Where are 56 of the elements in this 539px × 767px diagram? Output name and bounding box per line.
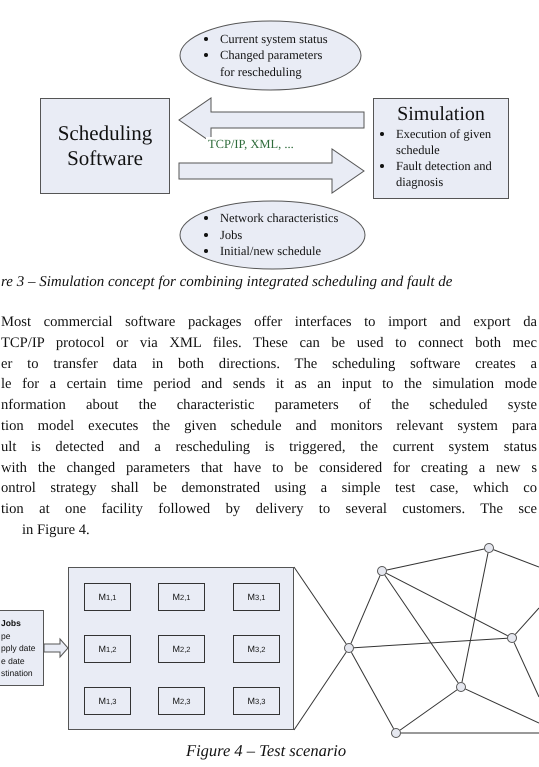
text-line: tion at one facility followed by delivery to several customers. The sce [1, 500, 537, 518]
bullet-item: Changed parameters for rescheduling [201, 47, 340, 80]
list-item: e date [1, 654, 26, 667]
figure-caption: Figure 4 – Test scenario [186, 741, 346, 761]
process-box [373, 98, 509, 199]
info-ellipse [179, 20, 362, 91]
figure-caption: re 3 – Simulation concept for combining integrated scheduling and fault de [1, 274, 452, 291]
bullet-item: Current system status [201, 30, 340, 48]
network-node [484, 543, 494, 553]
text-line: in Figure 4. [22, 521, 90, 539]
edge-label: TCP/IP, XML, ... [206, 137, 296, 152]
network-node [344, 643, 354, 653]
bullet-item: Initial/new schedule [201, 243, 344, 260]
connector-line [294, 566, 347, 644]
block-arrow [178, 148, 365, 194]
text-line: tion model executes the given schedule and monitors relevant system para [1, 417, 537, 435]
connector-line [294, 652, 347, 730]
bullet-item: Execution of given schedule [377, 126, 505, 158]
machine-area [68, 567, 294, 730]
box-heading: Simulation [396, 102, 486, 126]
connector-line [386, 548, 485, 570]
connector-line [350, 575, 381, 644]
bullet-item: Network characteristics [201, 210, 344, 227]
text-line: with the changed parameters that have to be considered for creating a new s [1, 458, 537, 477]
network-node [507, 633, 517, 643]
block-arrow [44, 638, 69, 658]
bullet-item: Fault detection and diagnosis [377, 158, 505, 190]
network-node [377, 566, 387, 576]
text-line: TCP/IP protocol or via XML files. These can be used to connect both mec [1, 334, 537, 352]
jobs-box [0, 610, 44, 686]
connector-line [461, 552, 489, 683]
text-line: le for a certain time period and sends it as an input to the simulation mode [1, 375, 537, 394]
connector-line [493, 549, 539, 568]
text-line: nformation about the characteristic parameters of the scheduled syste [1, 396, 537, 414]
list-item: stination [1, 667, 34, 680]
network-node [456, 682, 466, 692]
connector-line [465, 688, 539, 724]
connector-line [400, 689, 458, 731]
connector-line [350, 652, 394, 730]
text-line: ult is detected and a rescheduling is triggered, the current system status [1, 438, 537, 456]
info-ellipse [179, 200, 366, 270]
connector-line [354, 638, 508, 648]
text-line: er to transfer data in both directions. The scheduling software creates a [1, 354, 537, 373]
process-box: Scheduling Software [40, 98, 170, 194]
connector-line [514, 642, 539, 698]
box-heading: Jobs [1, 617, 22, 630]
text-line: Most commercial software packages offer interfaces to import and export da [1, 313, 537, 331]
connector-line [514, 608, 539, 635]
bullet-item: Jobs [201, 226, 344, 244]
list-item: pply date [1, 642, 36, 654]
connector-line [400, 732, 539, 734]
text-line: ontrol strategy shall be demonstrated using a simple test case, which co [1, 479, 537, 498]
connector-line [386, 572, 508, 636]
list-item: pe [1, 630, 12, 642]
connector-line [384, 574, 459, 684]
network-node [391, 728, 401, 738]
